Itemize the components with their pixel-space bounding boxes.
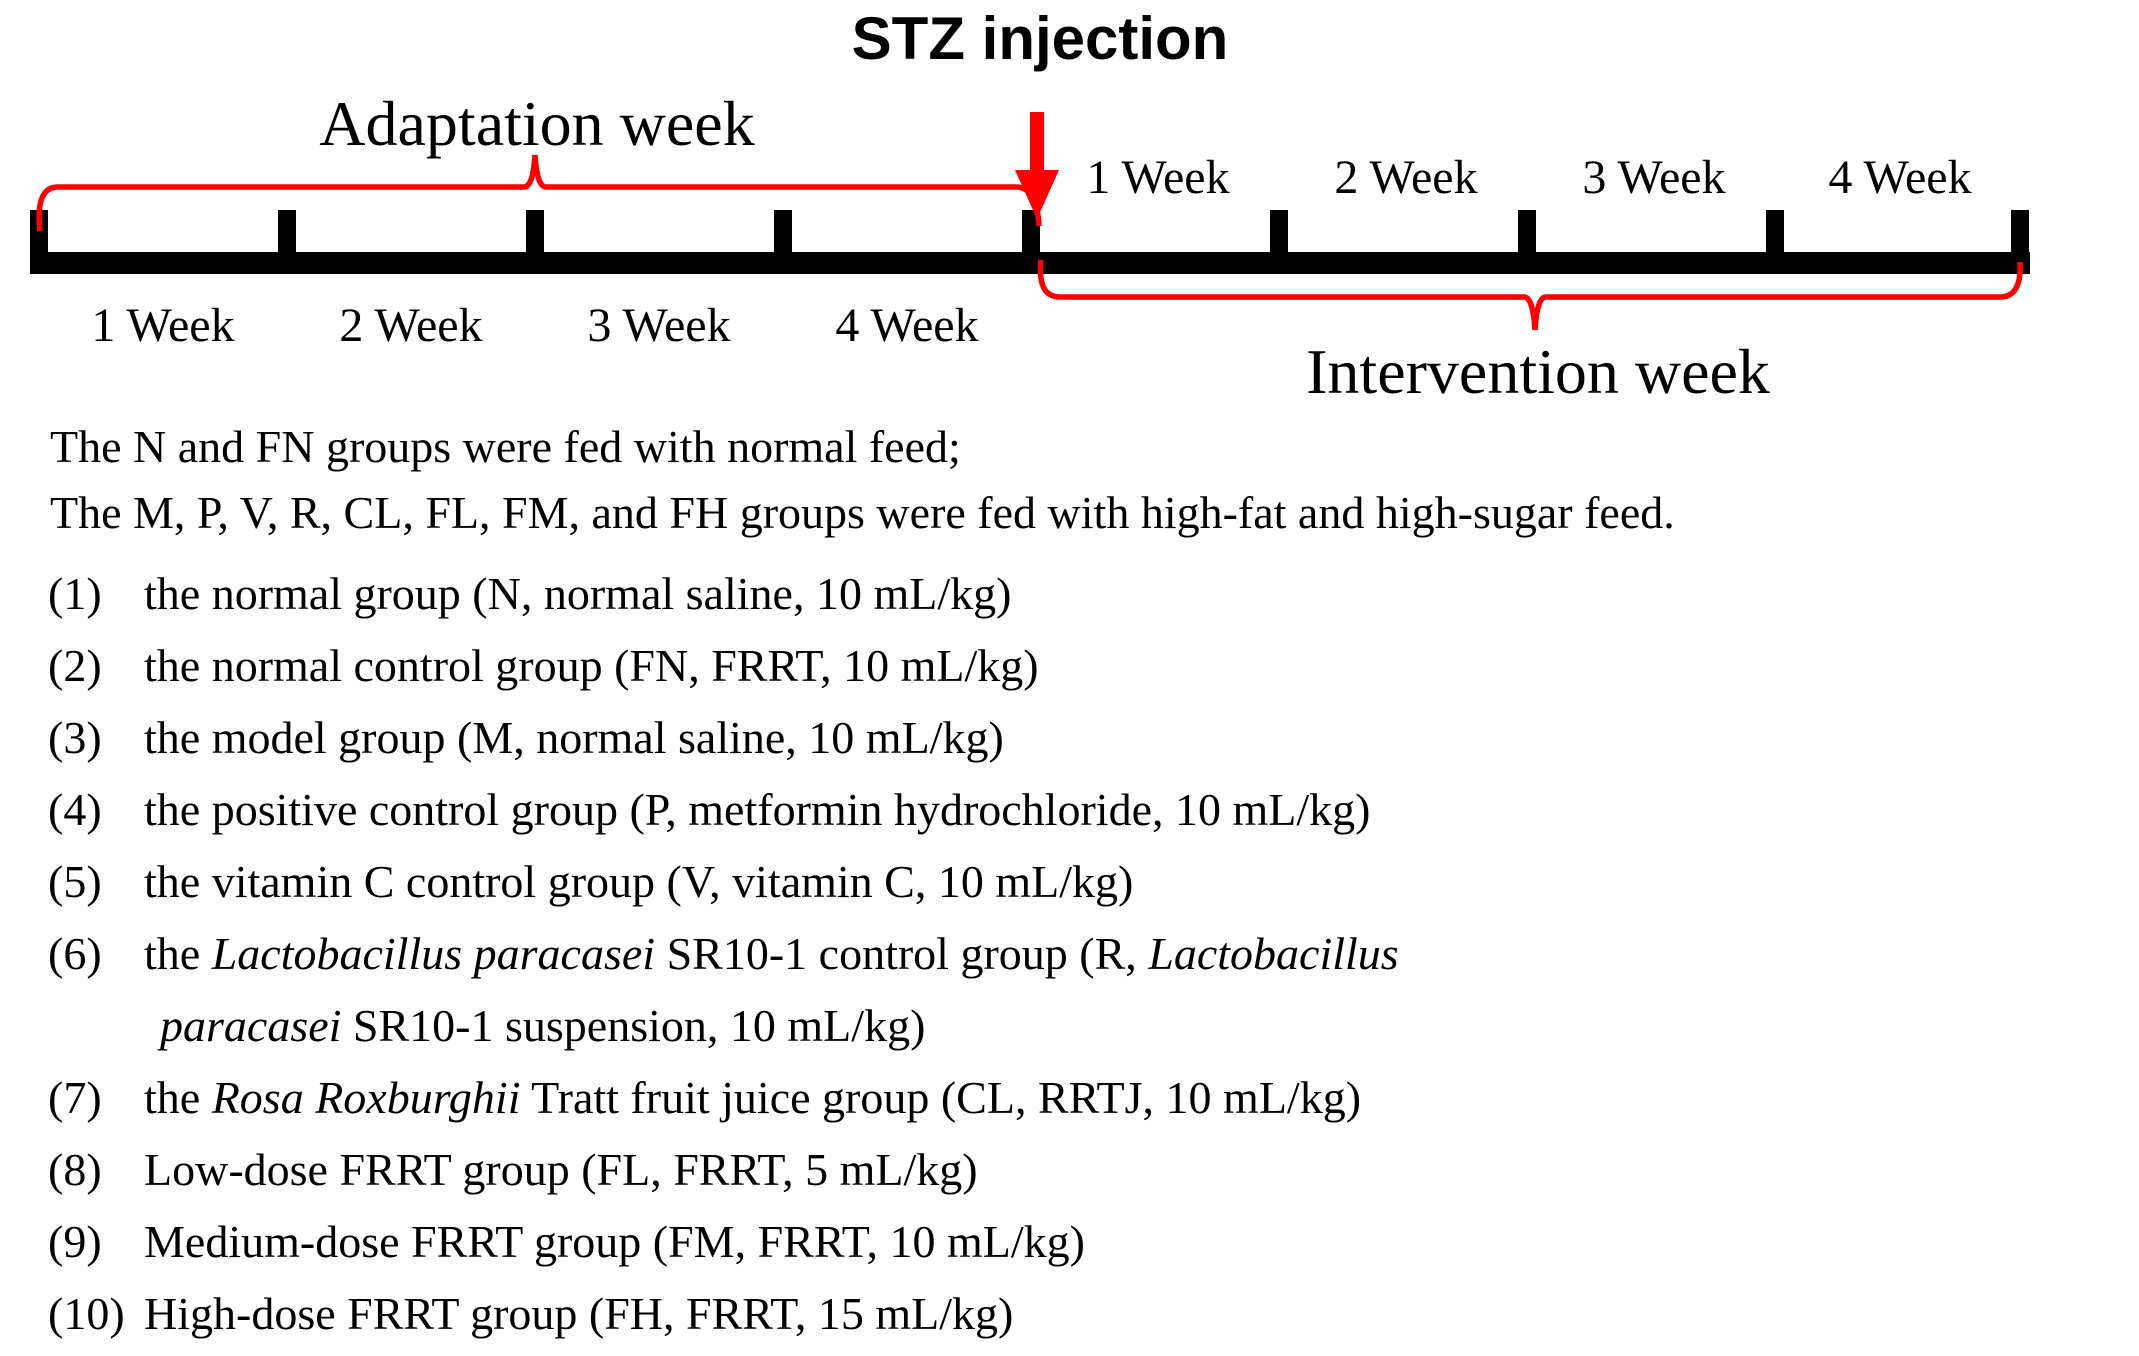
group-number: (8): [48, 1144, 102, 1195]
timeline-tick: [30, 210, 48, 254]
group-number: (7): [48, 1072, 102, 1123]
group-number: (6): [48, 928, 102, 979]
feeding-note-highfat: The M, P, V, R, CL, FL, FM, and FH group…: [50, 487, 1675, 538]
timeline-tick: [2011, 210, 2029, 254]
timeline-tick: [526, 210, 544, 254]
group-description: the Lactobacillus paracasei SR10-1 contr…: [144, 928, 1399, 979]
group-number: (4): [48, 784, 102, 835]
feeding-notes: The N and FN groups were fed with normal…: [50, 414, 1675, 546]
group-list-item: (7) the Rosa Roxburghii Tratt fruit juice…: [48, 1062, 1399, 1134]
group-list: (1) the normal group (N, normal saline, 1…: [48, 558, 1399, 1350]
group-description: High-dose FRRT group (FH, FRRT, 15 mL/kg…: [144, 1288, 1014, 1339]
adaptation-tick-label-1: 1 Week: [91, 299, 235, 352]
group-number: (10): [48, 1288, 125, 1339]
timeline-tick: [278, 210, 296, 254]
adaptation-tick-label-4: 4 Week: [835, 299, 979, 352]
stz-injection-label: STZ injection: [851, 5, 1229, 72]
feeding-note-normal: The N and FN groups were fed with normal…: [50, 421, 961, 472]
group-list-item: (4) the positive control group (P, metfor…: [48, 774, 1399, 846]
group-number: (2): [48, 640, 102, 691]
group-description: the Rosa Roxburghii Tratt fruit juice gr…: [144, 1072, 1362, 1123]
group-list-item: (1) the normal group (N, normal saline, 1…: [48, 558, 1399, 630]
intervention-tick-label-2: 2 Week: [1334, 151, 1478, 204]
intervention-week-label: Intervention week: [1306, 336, 1770, 407]
group-list-item: (10) High-dose FRRT group (FH, FRRT, 15 m…: [48, 1278, 1399, 1350]
group-description: the normal group (N, normal saline, 10 m…: [144, 568, 1012, 619]
group-number: (9): [48, 1216, 102, 1267]
group-list-item: (8) Low-dose FRRT group (FL, FRRT, 5 mL/k…: [48, 1134, 1399, 1206]
group-number: (5): [48, 856, 102, 907]
group-list-item: (5) the vitamin C control group (V, vitam…: [48, 846, 1399, 918]
group-list-item: (6) the Lactobacillus paracasei SR10-1 co…: [48, 918, 1399, 990]
group-list-item-continuation: paracasei SR10-1 suspension, 10 mL/kg): [48, 990, 1399, 1062]
group-description: Medium-dose FRRT group (FM, FRRT, 10 mL/…: [144, 1216, 1085, 1267]
group-list-item: (3) the model group (M, normal saline, 10…: [48, 702, 1399, 774]
adaptation-tick-label-3: 3 Week: [587, 299, 731, 352]
group-description: the positive control group (P, metformin…: [144, 784, 1371, 835]
intervention-tick-label-4: 4 Week: [1828, 151, 1972, 204]
adaptation-tick-label-2: 2 Week: [339, 299, 483, 352]
group-list-item: (9) Medium-dose FRRT group (FM, FRRT, 10 …: [48, 1206, 1399, 1278]
group-description: Low-dose FRRT group (FL, FRRT, 5 mL/kg): [144, 1144, 978, 1195]
group-description: the vitamin C control group (V, vitamin …: [144, 856, 1134, 907]
intervention-tick-label-1: 1 Week: [1086, 151, 1230, 204]
timeline-tick: [1518, 210, 1536, 254]
stz-injection-arrow-icon: [1015, 112, 1059, 219]
adaptation-week-label: Adaptation week: [319, 88, 755, 159]
group-description: the model group (M, normal saline, 10 mL…: [144, 712, 1004, 763]
timeline-tick-stz-boundary: [1022, 210, 1040, 254]
group-number: (3): [48, 712, 102, 763]
timeline-tick: [1766, 210, 1784, 254]
group-description: paracasei SR10-1 suspension, 10 mL/kg): [160, 1000, 926, 1051]
group-number: (1): [48, 568, 102, 619]
group-list-item: (2) the normal control group (FN, FRRT, 1…: [48, 630, 1399, 702]
timeline-tick: [774, 210, 792, 254]
timeline-bar: [30, 252, 2030, 274]
group-description: the normal control group (FN, FRRT, 10 m…: [144, 640, 1039, 691]
intervention-tick-label-3: 3 Week: [1582, 151, 1726, 204]
timeline-tick: [1270, 210, 1288, 254]
